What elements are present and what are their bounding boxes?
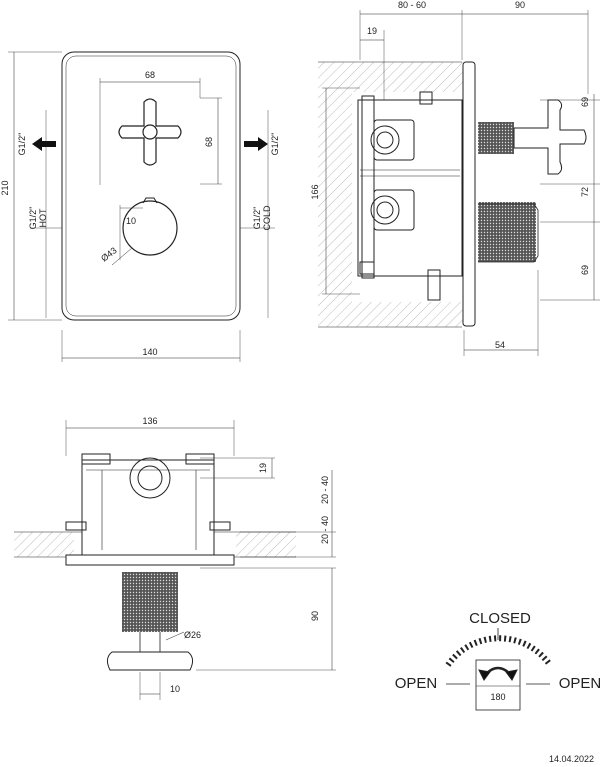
- port-label-hot-1: G1/2": [28, 207, 38, 230]
- side-knurl-bottom: [478, 202, 536, 262]
- cross-handle: [118, 98, 182, 166]
- dim-bottom-range-b: 20 - 40: [320, 516, 330, 544]
- operation-open-right: OPEN: [559, 675, 600, 692]
- dim-knob-diameter: Ø43: [99, 245, 119, 263]
- dim-handle-span-h: 68: [145, 70, 155, 80]
- valve-body: [357, 91, 463, 301]
- dim-bottom-offset: 10: [170, 684, 180, 694]
- rotation-arc-ticks: [445, 635, 553, 667]
- side-view: [318, 10, 600, 356]
- bottom-wall-left: [14, 532, 74, 557]
- bottom-valve-body: [65, 453, 235, 566]
- dim-handle-span-v: 68: [204, 137, 214, 147]
- bottom-knurl: [122, 572, 178, 632]
- dim-knob-offset: 10: [126, 216, 136, 226]
- drawing-date: 14.04.2022: [549, 754, 594, 764]
- dim-side-projection: 54: [495, 340, 505, 350]
- cover-plate: [61, 51, 241, 321]
- port-label-cold-2: COLD: [262, 205, 272, 231]
- operation-diagram: [445, 628, 553, 711]
- dim-side-nut: 19: [367, 26, 377, 36]
- port-arrow-right: [244, 137, 268, 151]
- port-label-cold-1: G1/2": [252, 207, 262, 230]
- operation-closed: CLOSED: [469, 610, 531, 627]
- dim-side-upper: 69: [580, 97, 590, 107]
- port-label-hot-2: HOT: [38, 208, 48, 228]
- bottom-wall-right: [236, 532, 296, 557]
- front-view: [8, 51, 275, 362]
- operation-angle: 180: [490, 692, 505, 702]
- dim-side-middle: 72: [580, 187, 590, 197]
- side-plate: [462, 61, 476, 327]
- side-knurl-top: [478, 122, 514, 154]
- bottom-cross-handle: [106, 651, 194, 671]
- dim-bottom-range-a: 20 - 40: [320, 476, 330, 504]
- dim-bottom-nut: 19: [258, 463, 268, 473]
- thermostatic-knob: [122, 197, 178, 256]
- port-arrow-left: [32, 137, 56, 151]
- dim-front-height: 210: [0, 180, 10, 195]
- dim-side-top-range: 80 - 60: [398, 0, 426, 10]
- side-cross-handle: [513, 99, 587, 175]
- dim-bottom-depth: 90: [310, 611, 320, 621]
- port-label-left: G1/2": [17, 133, 27, 156]
- rotation-arrow-icon: [478, 666, 518, 681]
- dim-front-width: 140: [142, 347, 157, 357]
- operation-open-left: OPEN: [395, 675, 438, 692]
- port-label-right: G1/2": [270, 133, 280, 156]
- dim-side-body-height: 166: [310, 184, 320, 199]
- dim-bottom-stem: Ø26: [184, 630, 201, 640]
- dim-side-top-right: 90: [515, 0, 525, 10]
- dim-side-lower: 69: [580, 265, 590, 275]
- bottom-view: [14, 420, 336, 700]
- dim-bottom-width: 136: [142, 416, 157, 426]
